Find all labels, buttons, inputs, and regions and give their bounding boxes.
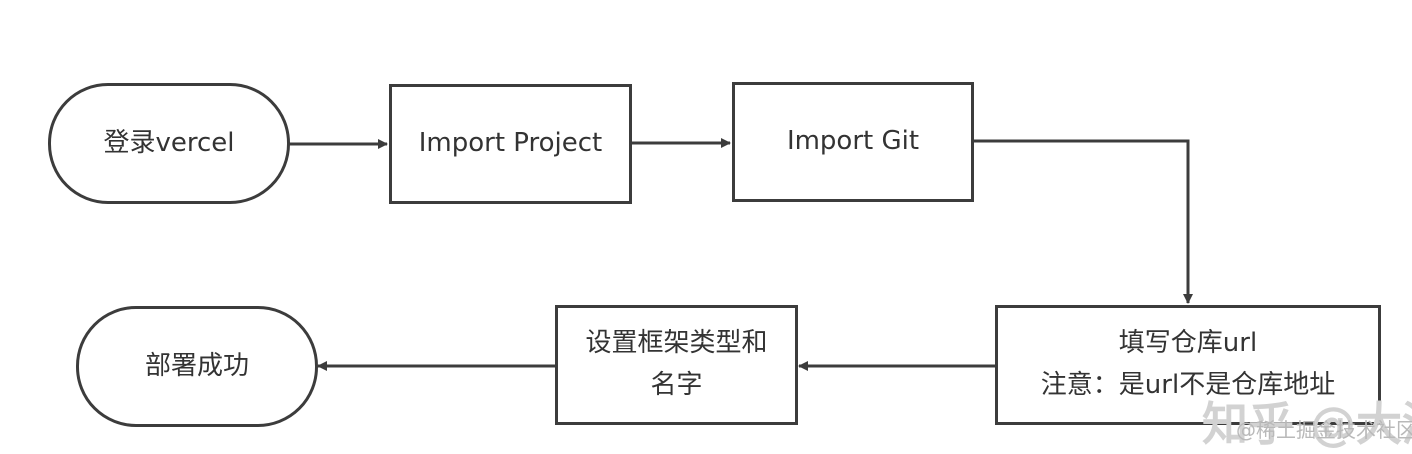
watermark-community: @稀土掘金技术社区: [1236, 418, 1412, 442]
node-set-framework-line1: 设置框架类型和: [585, 328, 768, 359]
node-login: 登录vercel: [48, 83, 290, 204]
edge-import-git-to-fill-repo: [973, 139, 1193, 304]
node-import-project: Import Project: [389, 84, 632, 204]
node-import-git: Import Git: [732, 82, 974, 202]
node-login-label: 登录vercel: [103, 127, 235, 158]
node-import-project-label: Import Project: [418, 128, 603, 159]
node-fill-repo-line2: 注意：是url不是仓库地址: [1040, 370, 1336, 400]
node-fill-repo-line1: 填写仓库url: [1118, 328, 1258, 359]
node-deploy-success-label: 部署成功: [144, 350, 249, 381]
node-set-framework: 设置框架类型和 名字: [555, 305, 798, 425]
node-import-git-label: Import Git: [786, 126, 920, 157]
node-deploy-success: 部署成功: [76, 306, 318, 427]
node-set-framework-line2: 名字: [650, 370, 703, 400]
watermark-brand: 知乎 @大湖: [1202, 397, 1412, 451]
node-fill-repo: 填写仓库url 注意：是url不是仓库地址: [995, 305, 1381, 425]
